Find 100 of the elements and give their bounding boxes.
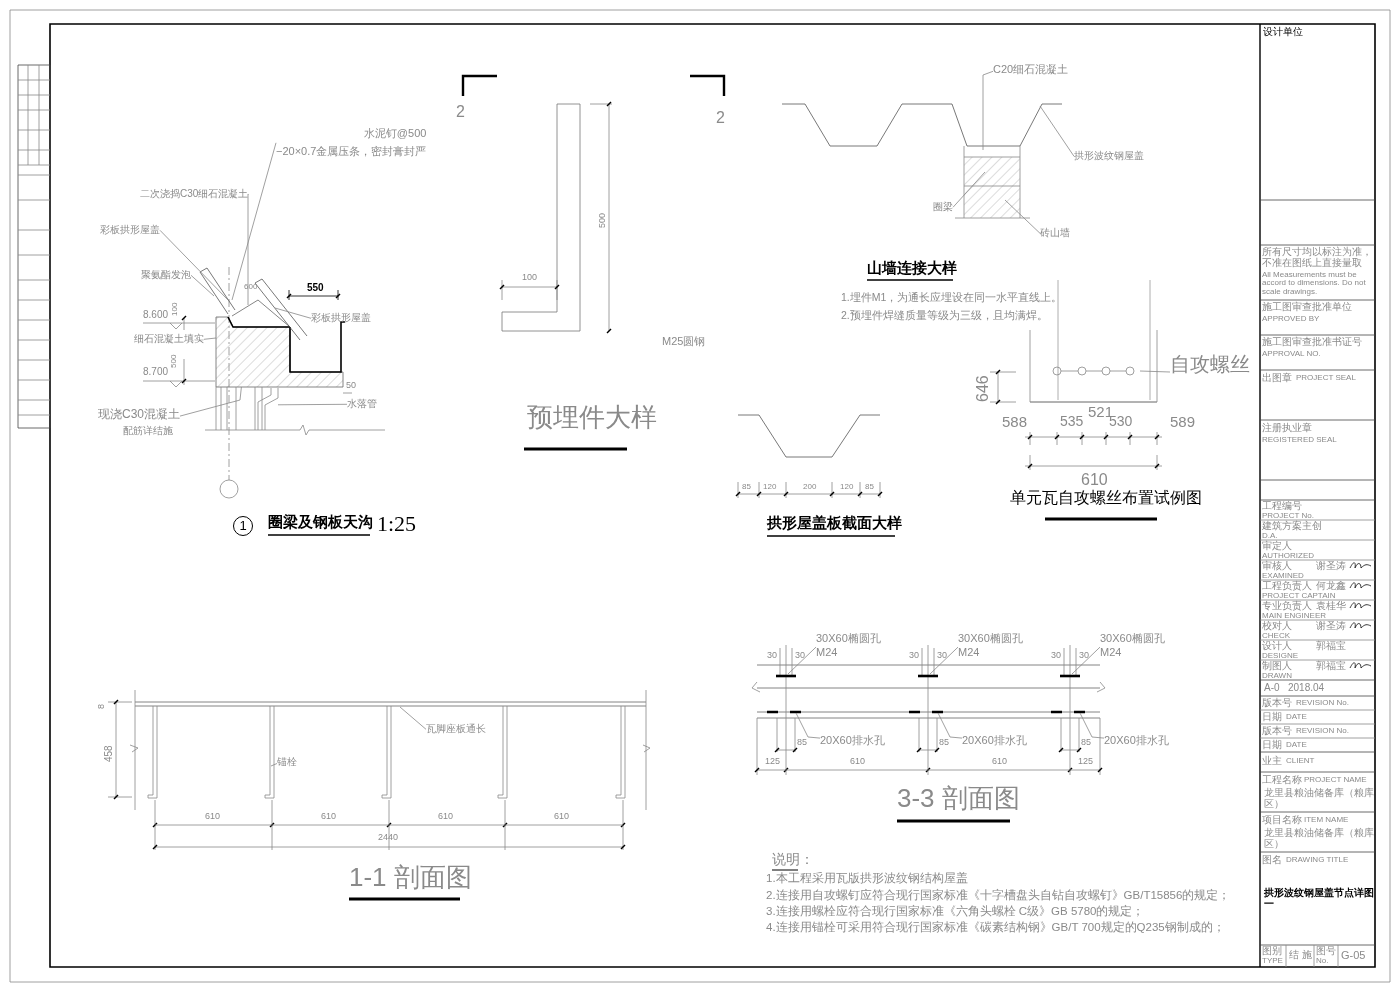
dimension-text: 125 bbox=[765, 757, 781, 767]
dimension-text: 610 bbox=[850, 757, 866, 767]
title-block-text: 版本号 bbox=[1262, 698, 1292, 709]
dimension-text: 610 bbox=[321, 812, 337, 822]
title-block-text: APPROVAL NO. bbox=[1262, 350, 1321, 359]
callout-label: 彩板拱形屋盖 bbox=[100, 224, 160, 237]
drawing-title: 圈梁及钢板天沟 bbox=[268, 514, 373, 530]
dimension-text: 500 bbox=[170, 354, 179, 368]
title-block-text: 设计单位 bbox=[1263, 27, 1303, 38]
dimension-text: 2440 bbox=[378, 833, 399, 843]
elevation-text: 8.600 bbox=[143, 310, 169, 321]
title-block-text: 施工图审查批准单位 bbox=[1262, 302, 1352, 313]
dimension-text: 30 bbox=[767, 651, 777, 661]
title-block-text: A-0 bbox=[1264, 683, 1280, 694]
callout-label: 二次浇捣C30细石混凝土 bbox=[140, 188, 249, 201]
dimension-text: 589 bbox=[1170, 414, 1196, 430]
callout-label: 配筋详结施 bbox=[122, 425, 174, 438]
title-block-text: CHECK bbox=[1262, 631, 1290, 640]
title-block-text: TYPE bbox=[1262, 957, 1283, 966]
person-name: 何龙鑫 bbox=[1316, 581, 1346, 591]
callout-label: 20X60排水孔 bbox=[1104, 734, 1169, 748]
leader-line bbox=[1039, 105, 1075, 157]
dimension-text: 120 bbox=[763, 483, 777, 492]
leader-line bbox=[277, 403, 348, 406]
dimension-text: 500 bbox=[598, 212, 608, 228]
title-block-text: AUTHORIZED bbox=[1262, 551, 1314, 560]
section-mark: 2 bbox=[716, 110, 725, 127]
leader-line bbox=[1071, 646, 1101, 675]
title-block-text: 龙里县粮油储备库（粮库区） bbox=[1264, 788, 1374, 809]
leader-line bbox=[1004, 199, 1041, 234]
note-text: 2.预埋件焊缝质量等级为三级，且均满焊。 bbox=[841, 310, 1048, 321]
note-text: 1.本工程采用瓦版拱形波纹钢结构屋盖 bbox=[766, 872, 968, 885]
dimension-text: 85 bbox=[1081, 738, 1091, 748]
title-block-text: 版本号 bbox=[1262, 726, 1292, 737]
dimension-text: 100 bbox=[171, 302, 180, 316]
callout-label: M24 bbox=[1100, 645, 1123, 660]
callout-label: 瓦脚座板通长 bbox=[426, 723, 486, 736]
drawing-title: 山墙连接大样 bbox=[867, 260, 957, 276]
drawing-title: 单元瓦自攻螺丝布置试例图 bbox=[1010, 490, 1202, 507]
dimension-text: 610 bbox=[205, 812, 221, 822]
dimension-text: 610 bbox=[992, 757, 1008, 767]
title-block-text: 工程编号 bbox=[1262, 501, 1302, 511]
title-block-text: 审定人 bbox=[1262, 541, 1292, 551]
drawing-title: 1-1 剖面图 bbox=[349, 864, 472, 892]
title-block-text: REVISION No. bbox=[1296, 727, 1349, 736]
dimension-text: 85 bbox=[797, 738, 807, 748]
dimension-text: 125 bbox=[1078, 757, 1094, 767]
callout-label: C20细石混凝土 bbox=[993, 63, 1069, 77]
title-block-text: 拱形波纹钢屋盖节点详图一 bbox=[1264, 888, 1374, 909]
person-name: 谢圣涛 bbox=[1316, 561, 1346, 572]
dimension-text: 610 bbox=[438, 812, 454, 822]
title-block-text: 施工图审查批准书证号 bbox=[1262, 337, 1362, 348]
section-mark: 2 bbox=[456, 104, 465, 121]
title-block-text: 工程负责人 bbox=[1262, 581, 1312, 591]
title-block-text: 校对人 bbox=[1262, 621, 1292, 631]
leader-line bbox=[929, 646, 959, 675]
callout-label: 砖山墙 bbox=[1040, 227, 1070, 240]
title-block-text: PROJECT CAPTAIN bbox=[1262, 591, 1336, 600]
title-block-text: 图号 bbox=[1316, 946, 1336, 957]
title-block-text: 图名 bbox=[1262, 855, 1282, 866]
callout-label: 拱形波纹钢屋盖 bbox=[1074, 150, 1144, 163]
person-name: 谢圣涛 bbox=[1316, 621, 1346, 632]
callout-label: M24 bbox=[816, 645, 839, 660]
title-block-text: DRAWING TITLE bbox=[1286, 856, 1349, 865]
callout-label: 圈梁 bbox=[933, 201, 953, 214]
leader-line bbox=[937, 712, 963, 739]
title-block-text: 审核人 bbox=[1262, 561, 1292, 571]
leader-line bbox=[159, 229, 229, 301]
leader-line bbox=[203, 337, 217, 340]
dimension-text: 535 bbox=[1060, 414, 1084, 429]
title-block-text: REGISTERED SEAL bbox=[1262, 436, 1337, 445]
dimension-text: 610 bbox=[1081, 472, 1108, 489]
title-block-text: DESIGNE bbox=[1262, 651, 1298, 660]
callout-label: 细石混凝土填实 bbox=[134, 333, 204, 346]
note-text: 3.连接用螺栓应符合现行国家标准《六角头螺栓 C级》GB 5780的规定； bbox=[766, 905, 1145, 918]
title-block-text: No. bbox=[1316, 957, 1329, 966]
dimension-text: 30 bbox=[909, 651, 919, 661]
dimension-text: 550 bbox=[307, 283, 324, 294]
title-block-text: 工程名称 bbox=[1262, 775, 1302, 786]
dimension-text: 30 bbox=[1079, 651, 1089, 661]
dimension-text: 530 bbox=[1109, 414, 1133, 429]
dimension-text: 8 bbox=[97, 704, 107, 709]
title-block-text: 龙里县粮油储备库（粮库区） bbox=[1264, 828, 1374, 849]
leader-line bbox=[787, 646, 817, 675]
callout-label: 水泥钉@500 bbox=[362, 127, 427, 141]
callout-label: 自攻螺丝 bbox=[1170, 352, 1250, 377]
leader-line bbox=[190, 274, 215, 297]
drawing-title: 预埋件大样 bbox=[527, 404, 657, 432]
dimension-text: 100 bbox=[522, 273, 538, 283]
person-name: 郭福宝 bbox=[1316, 641, 1346, 652]
dimension-text: 30 bbox=[937, 651, 947, 661]
elevation-text: 8.700 bbox=[143, 367, 169, 378]
drawing-title: 拱形屋盖板截面大样 bbox=[767, 515, 902, 531]
title-block-text: PROJECT No. bbox=[1262, 511, 1314, 520]
title-block-text: 项目名称 bbox=[1262, 815, 1302, 826]
title-block-text: 制图人 bbox=[1262, 661, 1292, 671]
part-label: M25圆钢 bbox=[662, 336, 706, 348]
dimension-text: 85 bbox=[865, 483, 874, 492]
dimension-text: 458 bbox=[104, 745, 115, 762]
leader-line bbox=[982, 70, 994, 151]
